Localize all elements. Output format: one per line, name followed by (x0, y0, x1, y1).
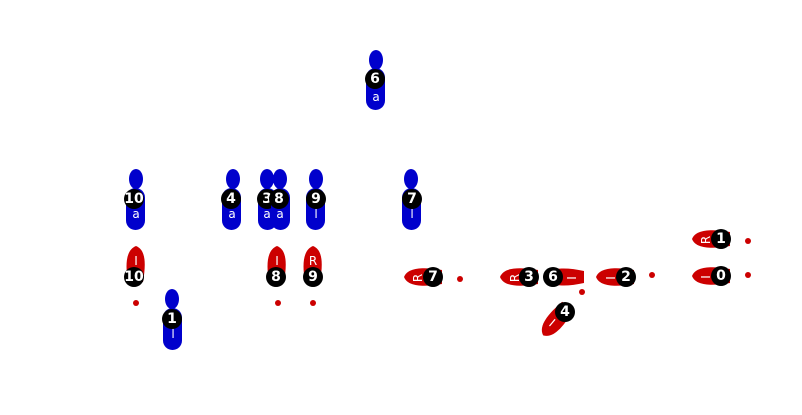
red-marker-number: 3 (524, 269, 534, 285)
red-marker-dot (579, 289, 585, 295)
red-horizontal-marker-1: R 1 (692, 229, 751, 249)
blue-marker-letter: l (314, 207, 317, 221)
blue-marker-9: l 9 (306, 169, 326, 230)
red-vertical-marker-8: I 8 (266, 246, 286, 306)
red-marker-number: 6 (548, 269, 558, 285)
number-badge (124, 189, 144, 209)
number-badge (221, 189, 241, 209)
red-marker-letter: I (275, 254, 279, 268)
blue-marker-number: 1 (167, 311, 177, 327)
red-marker-dot (649, 272, 655, 278)
red-marker-number: 4 (560, 304, 570, 320)
blue-marker-letter: a (132, 207, 139, 221)
red-horizontal-marker-6: I 6 (543, 267, 585, 295)
red-marker-dot (275, 300, 281, 306)
blue-marker-letter: a (276, 207, 283, 221)
blue-marker-letter: a (263, 207, 270, 221)
red-marker-letter: R (699, 236, 713, 244)
blue-marker-number: 6 (370, 71, 380, 87)
red-marker-letter: I (134, 254, 138, 268)
red-vertical-marker-9: R 9 (303, 246, 323, 306)
red-marker-dot (745, 272, 751, 278)
number-badge (711, 266, 731, 286)
blue-marker-6: a 6 (365, 50, 385, 110)
blue-marker-number: 10 (124, 191, 144, 207)
red-horizontal-marker-3: R 3 (500, 267, 539, 287)
number-badge (711, 229, 731, 249)
red-marker-number: 7 (428, 269, 438, 285)
red-marker-number: 10 (124, 269, 144, 285)
red-marker-number: 1 (716, 231, 726, 247)
number-badge (555, 302, 575, 322)
red-marker-letter: R (508, 274, 522, 282)
number-badge (162, 309, 182, 329)
blue-marker-head (165, 289, 179, 309)
blue-marker-1: l 1 (162, 289, 182, 350)
number-badge (124, 267, 144, 287)
blue-marker-number: 3 (262, 191, 272, 207)
blue-marker-7: l 7 (402, 169, 422, 230)
red-horizontal-marker-7: R 7 (404, 267, 463, 287)
blue-marker-letter: a (372, 90, 379, 104)
red-marker-letter: I (699, 275, 713, 279)
red-horizontal-marker-0: I 0 (692, 266, 751, 286)
red-marker-number: 8 (271, 269, 281, 285)
blue-marker-head (404, 169, 418, 189)
blue-marker-4: a 4 (221, 169, 241, 230)
blue-marker-head (260, 169, 274, 189)
blue-marker-head (369, 50, 383, 70)
blue-marker-head (309, 169, 323, 189)
red-horizontal-marker-2: I 2 (596, 267, 655, 287)
blue-marker-letter: a (228, 207, 235, 221)
red-marker-letter: R (309, 254, 317, 268)
number-badge (303, 267, 323, 287)
red-marker-dot (310, 300, 316, 306)
red-marker-letter: I (565, 276, 579, 280)
red-marker-letter: I (604, 276, 618, 280)
blue-marker-number: 9 (311, 191, 321, 207)
blue-marker-number: 8 (274, 191, 284, 207)
blue-marker-head (273, 169, 287, 189)
red-marker-dot (457, 276, 463, 282)
number-badge (423, 267, 443, 287)
blue-marker-8: a 8 (269, 169, 290, 230)
blue-marker-10: a 10 (124, 169, 145, 230)
red-marker-dot (133, 300, 139, 306)
red-marker-letter: I (546, 316, 558, 329)
number-badge (269, 189, 289, 209)
blue-marker-letter: l (410, 207, 413, 221)
red-marker-letter: R (411, 274, 425, 282)
red-marker-number: 0 (716, 268, 726, 284)
red-marker-number: 2 (621, 269, 631, 285)
number-badge (306, 189, 326, 209)
blue-marker-head (129, 169, 143, 189)
number-badge (616, 267, 636, 287)
red-diagonal-marker-4: I 4 (541, 301, 575, 336)
number-badge (543, 267, 563, 287)
number-badge (365, 69, 385, 89)
number-badge (402, 189, 422, 209)
red-vertical-marker-10: I 10 (124, 246, 145, 306)
blue-marker-number: 7 (407, 191, 417, 207)
red-marker-number: 9 (308, 269, 318, 285)
blue-marker-number: 4 (226, 191, 236, 207)
blue-marker-head (226, 169, 240, 189)
number-badge (519, 267, 539, 287)
number-badge (266, 267, 286, 287)
red-marker-dot (745, 238, 751, 244)
blue-marker-letter: l (171, 327, 174, 341)
